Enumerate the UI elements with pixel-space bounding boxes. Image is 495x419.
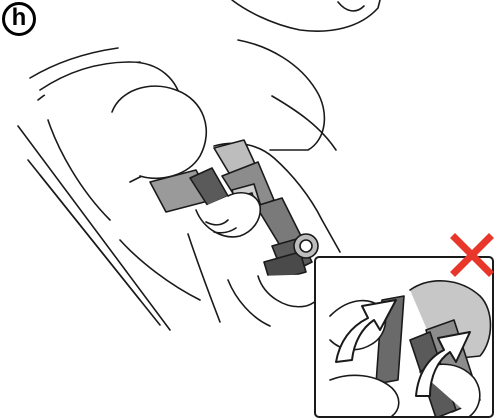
step-letter-badge: h [2,2,36,36]
shoulder-pad-right [238,40,324,150]
harness-buckle-knob-inner [300,240,312,252]
inset-incorrect-panel [315,238,493,418]
child-chin-inner-line [338,2,364,11]
leg-line [188,234,220,322]
step-letter: h [12,6,27,30]
seat-shell-edge-3 [40,175,140,300]
child-chin-outline [232,0,380,31]
